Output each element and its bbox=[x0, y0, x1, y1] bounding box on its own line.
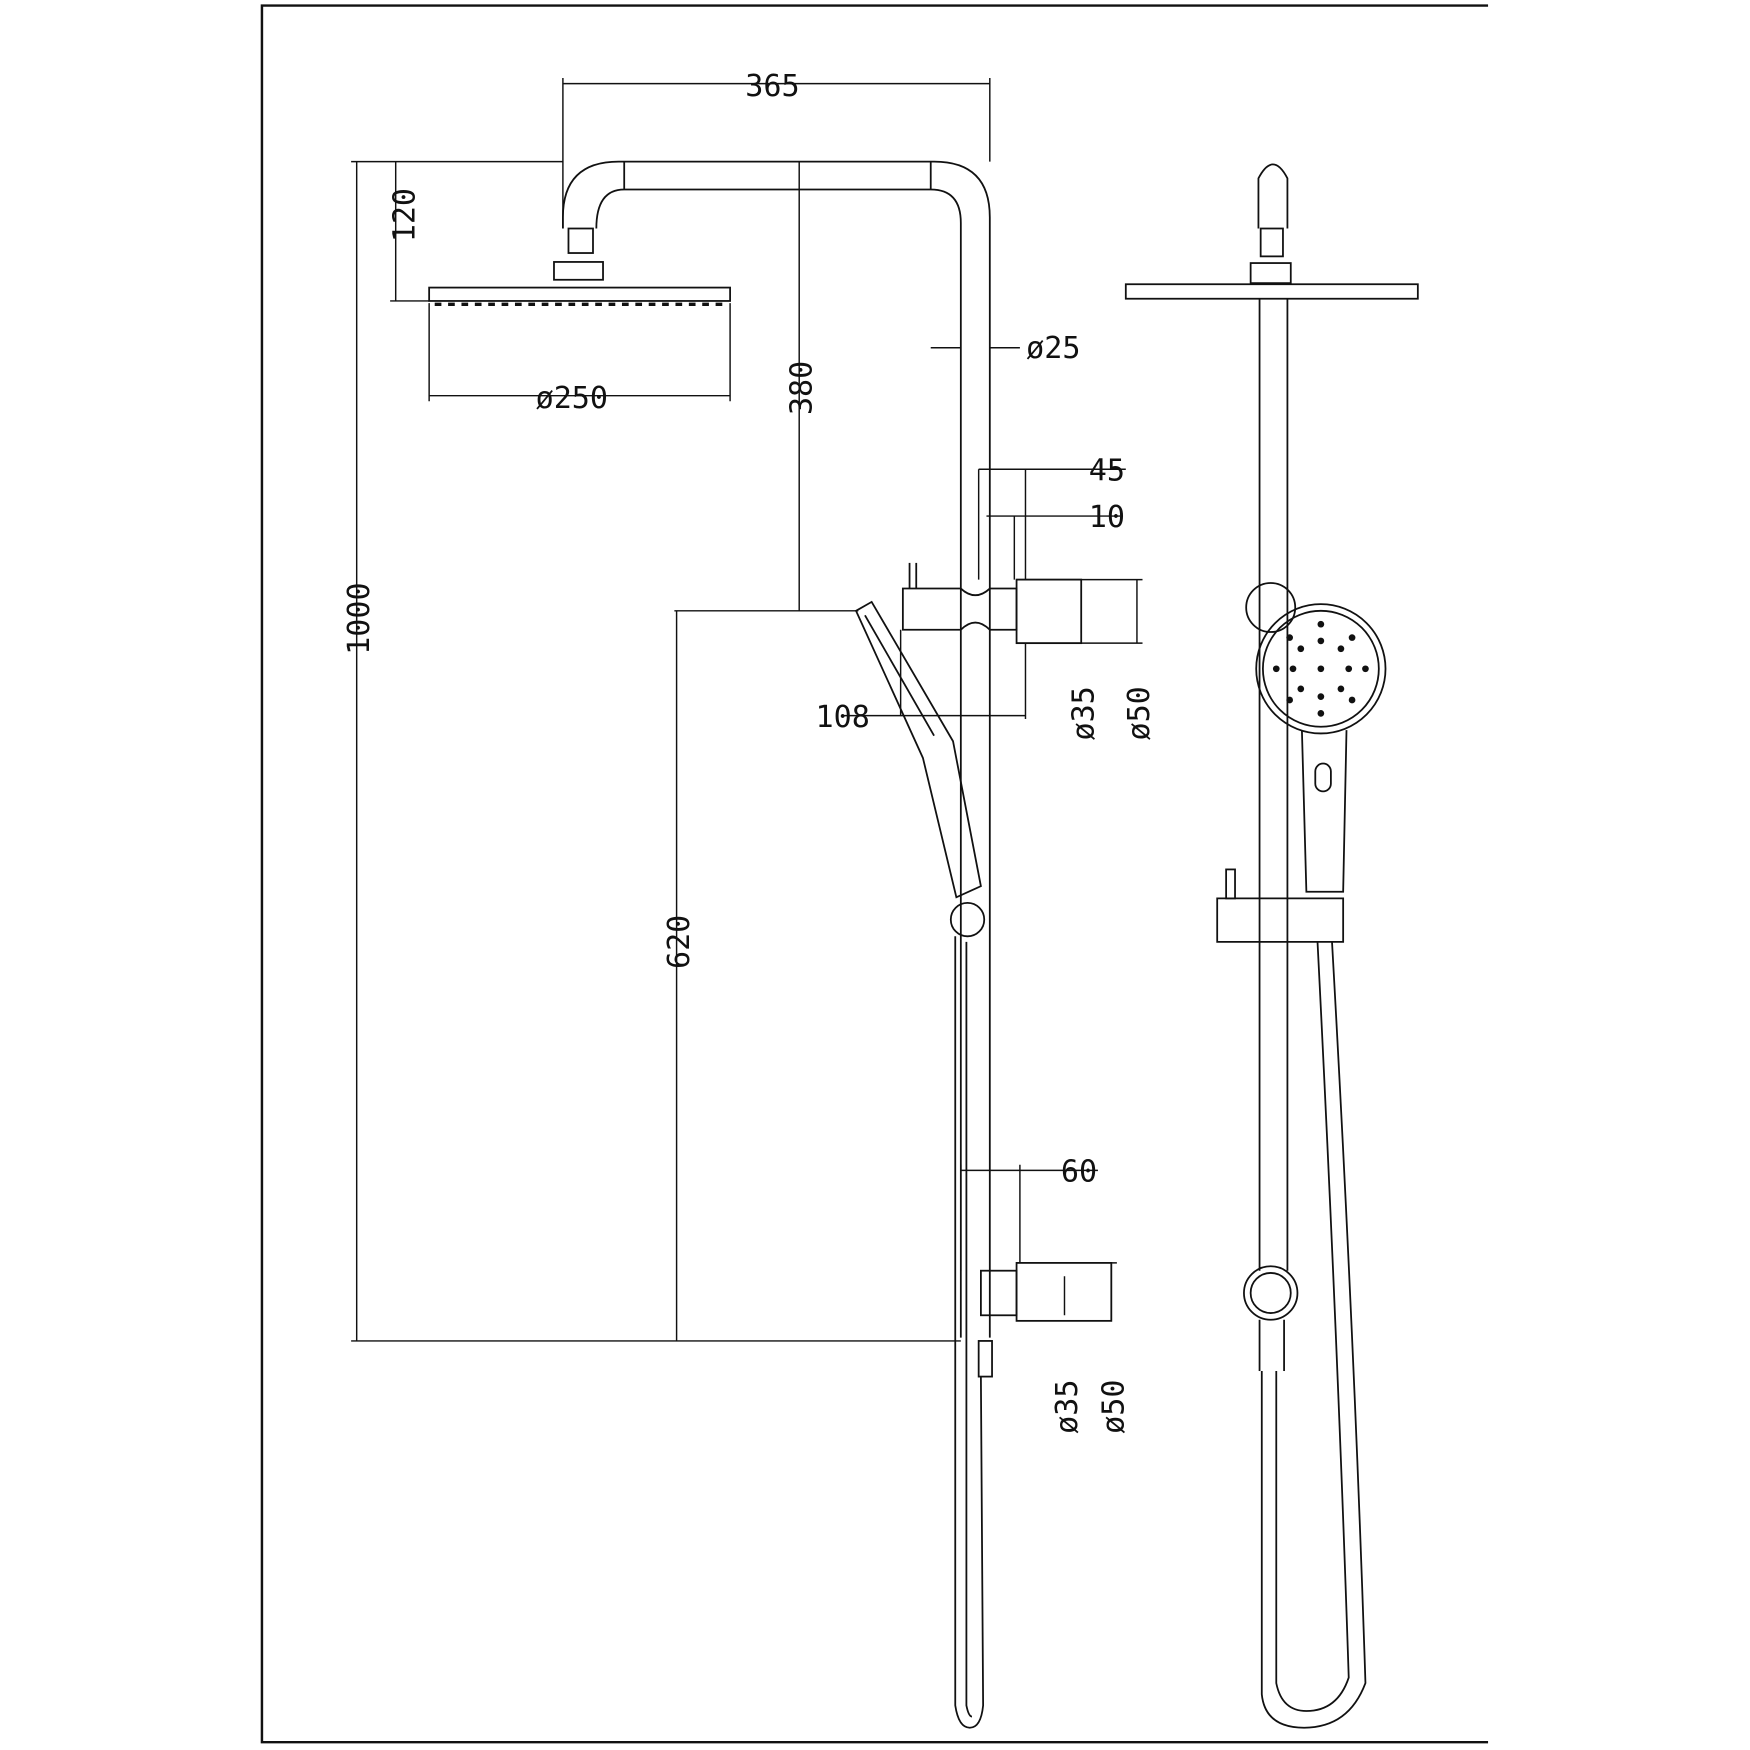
handshower-holder bbox=[949, 901, 986, 938]
rain-head-front bbox=[1124, 283, 1419, 300]
dim-365: 365 bbox=[745, 69, 799, 104]
hose-front bbox=[1260, 941, 1367, 1729]
dim-380: 380 bbox=[784, 361, 819, 415]
dim-1000: 1000 bbox=[342, 582, 377, 654]
dim-10: 10 bbox=[1089, 500, 1125, 535]
hand-shower-face bbox=[1255, 603, 1387, 735]
spray-nozzles bbox=[1272, 620, 1369, 717]
front-slider bbox=[1216, 897, 1345, 943]
dim-45: 45 bbox=[1089, 453, 1125, 488]
shower-arm-inner bbox=[595, 188, 962, 1338]
drawing-frame bbox=[260, 4, 1489, 1744]
side-view bbox=[428, 160, 1113, 1729]
dim-50-bottom: ø50 bbox=[1097, 1380, 1132, 1434]
dim-250: ø250 bbox=[536, 381, 608, 416]
dim-120: 120 bbox=[388, 188, 423, 242]
dim-25: ø25 bbox=[1026, 331, 1080, 366]
top-wall-bracket bbox=[1015, 578, 1083, 645]
rain-head-side bbox=[428, 286, 731, 302]
top-slider bbox=[901, 587, 1018, 631]
hose-side bbox=[954, 936, 985, 1729]
top-bracket-front bbox=[1245, 582, 1297, 633]
dim-620: 620 bbox=[662, 915, 697, 969]
dim-35-top: ø35 bbox=[1066, 686, 1101, 740]
hand-shower-side bbox=[854, 600, 982, 899]
bottom-bracket-front bbox=[1243, 1265, 1299, 1321]
front-arm bbox=[1257, 163, 1289, 229]
shower-arm-outer bbox=[562, 160, 991, 1338]
arm-nut bbox=[567, 227, 594, 254]
dimension-lines bbox=[351, 78, 1143, 1342]
dim-35-bottom: ø35 bbox=[1050, 1380, 1085, 1434]
dim-50-top: ø50 bbox=[1122, 686, 1157, 740]
bottom-slider bbox=[979, 1269, 1018, 1317]
handshower-handle bbox=[1301, 730, 1348, 893]
handshower-button bbox=[1314, 762, 1332, 793]
dim-108: 108 bbox=[816, 700, 870, 735]
front-view bbox=[1124, 163, 1419, 1729]
dim-60: 60 bbox=[1061, 1155, 1097, 1190]
